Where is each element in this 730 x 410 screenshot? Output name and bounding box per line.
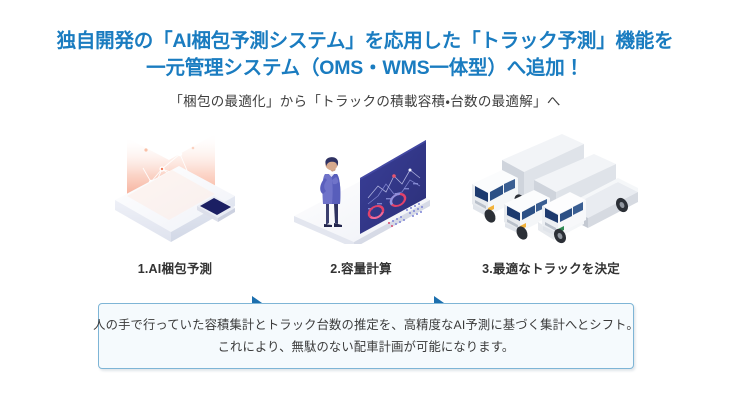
step-3-illustration <box>458 124 644 244</box>
summary-note-line-1: 人の手で行っていた容積集計とトラック台数の推定を、高精度なAI予測に基づく集計へ… <box>93 318 639 332</box>
page-title-line-2: 一元管理システム（OMS・WMS一体型）へ追加！ <box>146 57 584 79</box>
step-1-illustration <box>105 124 245 244</box>
3d-scanner-hologram-icon <box>115 134 235 242</box>
summary-note-line-2: これにより、無駄のない配車計画が可能になります。 <box>217 340 515 354</box>
step-2-illustration <box>288 124 434 244</box>
three-trucks-icon <box>472 134 638 244</box>
analytics-dashboard-person-icon <box>294 140 430 244</box>
step-captions-row: 1.AI梱包予測 2.容量計算 3.最適なトラックを決定 <box>0 258 730 278</box>
page-title-line-1: 独自開発の「AI梱包予測システム」を応用した「トラック予測」機能を <box>56 30 674 52</box>
step-2-caption: 2.容量計算 <box>330 262 392 276</box>
truck-front-flatbed <box>538 178 638 244</box>
steps-illustration-row <box>0 124 730 324</box>
person-figure <box>320 157 342 227</box>
step-3-caption: 3.最適なトラックを決定 <box>482 262 620 276</box>
page-subtitle: 「梱包の最適化」から「トラックの積載容積・台数の最適解」へ <box>169 94 561 109</box>
summary-note-box: 人の手で行っていた容積集計とトラック台数の推定を、高精度なAI予測に基づく集計へ… <box>93 303 639 369</box>
step-1-caption: 1.AI梱包予測 <box>137 262 213 276</box>
page-header: 独自開発の「AI梱包予測システム」を応用した「トラック予測」機能を 一元管理シス… <box>0 28 730 82</box>
